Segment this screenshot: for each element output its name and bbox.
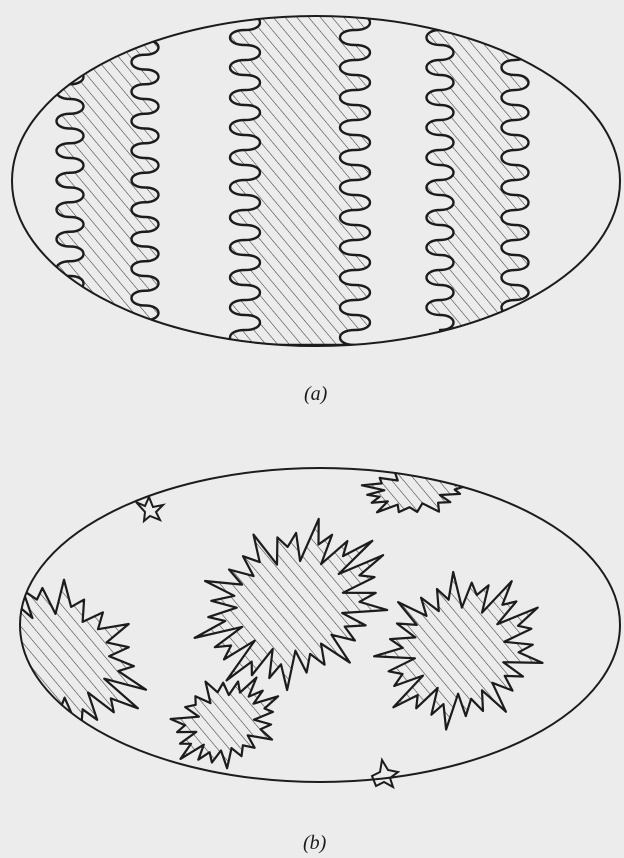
small-star-nucleus-top-left xyxy=(136,497,163,521)
small-star-nucleus-bottom xyxy=(372,760,398,787)
panel-b-label: (b) xyxy=(303,832,326,855)
dendrite-cluster-lower-left xyxy=(171,678,279,769)
panel-a-label: (a) xyxy=(304,383,327,406)
dendrite-cluster-right xyxy=(374,572,542,730)
panel-a xyxy=(12,15,620,346)
dendrite-cluster-left-edge xyxy=(0,580,146,734)
wavy-band-left xyxy=(57,40,159,335)
panel-b xyxy=(0,464,620,787)
wavy-band-middle xyxy=(230,15,370,345)
dendrite-cluster-center xyxy=(195,519,388,690)
wavy-band-right xyxy=(427,30,529,330)
